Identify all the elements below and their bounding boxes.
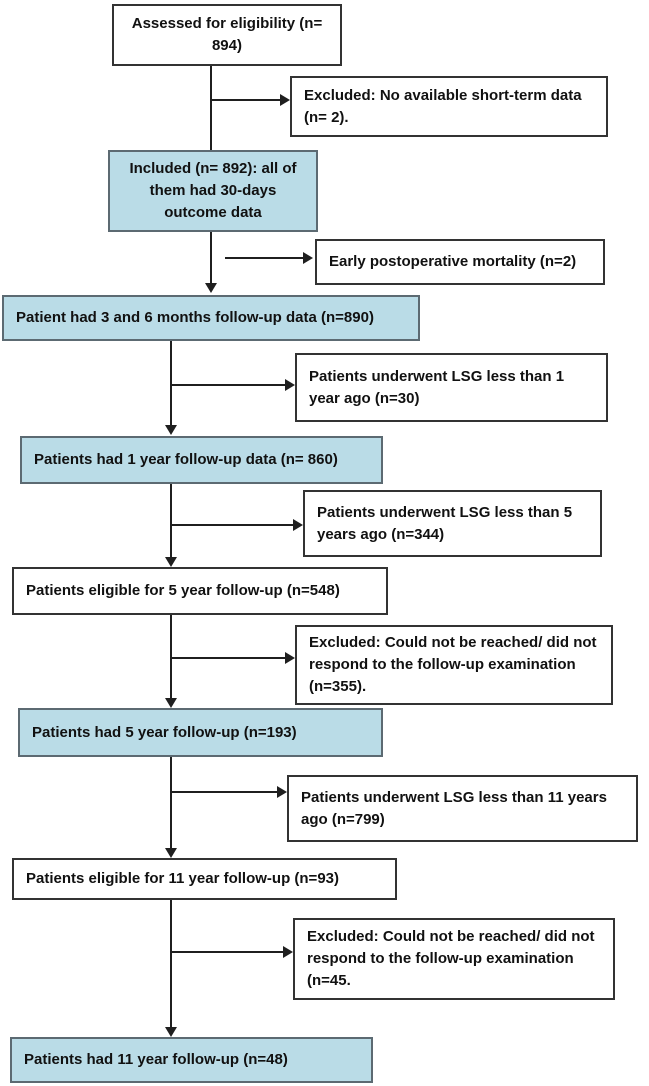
box-eligible-5-year-label: Patients eligible for 5 year follow-up (… [26,582,340,599]
box-assessed-eligibility: Assessed for eligibility (n= 894) [112,4,342,66]
arrow-1-year-to-eligible-5-year-arrowhead-down-icon [165,557,177,567]
arrow-3-6-months-to-1-year-arrowhead-down-icon [165,425,177,435]
box-1-year-followup-label: Patients had 1 year follow-up data (n= 8… [34,451,338,468]
box-excluded-no-short-term-data-label: Excluded: No available short-term data (… [304,86,582,126]
box-early-postoperative-mortality-label: Early postoperative mortality (n=2) [329,253,577,270]
box-eligible-11-year-label: Patients eligible for 11 year follow-up … [26,870,339,887]
arrow-to-excluded-no-short-term-data [211,99,280,101]
box-included-30-days: Included (n= 892): all of them had 30-da… [108,150,318,232]
box-excluded-not-reached-5-year: Excluded: Could not be reached/ did not … [295,625,613,705]
arrow-1-year-to-eligible-5-year [170,484,172,557]
box-11-year-followup: Patients had 11 year follow-up (n=48) [10,1037,373,1083]
arrow-5-year-to-eligible-11-year [170,757,172,848]
arrow-to-excluded-not-reached-5-year [171,657,285,659]
box-11-year-followup-label: Patients had 11 year follow-up (n=48) [24,1051,288,1068]
arrow-to-excluded-no-short-term-data-arrowhead-right-icon [280,94,290,106]
arrow-included-to-3-6-months-arrowhead-down-icon [205,283,217,293]
arrow-eligible-11-year-to-11-year [170,900,172,1027]
arrow-to-lsg-less-1-year-arrowhead-right-icon [285,379,295,391]
box-lsg-less-5-years: Patients underwent LSG less than 5 years… [303,490,602,557]
arrow-to-excluded-not-reached-11-year [171,951,283,953]
arrow-3-6-months-to-1-year [170,341,172,425]
box-eligible-11-year: Patients eligible for 11 year follow-up … [12,858,397,900]
arrow-to-early-postoperative-mortality-arrowhead-right-icon [303,252,313,264]
arrow-eligible-5-year-to-5-year [170,615,172,698]
box-eligible-5-year: Patients eligible for 5 year follow-up (… [12,567,388,615]
box-3-6-months-followup: Patient had 3 and 6 months follow-up dat… [2,295,420,341]
box-excluded-not-reached-11-year: Excluded: Could not be reached/ did not … [293,918,615,1000]
box-included-30-days-label: Included (n= 892): all of them had 30-da… [129,160,297,221]
box-excluded-not-reached-5-year-label: Excluded: Could not be reached/ did not … [309,634,597,695]
arrow-5-year-to-eligible-11-year-arrowhead-down-icon [165,848,177,858]
arrow-to-lsg-less-5-years-arrowhead-right-icon [293,519,303,531]
line-assessed-to-included [210,66,212,150]
arrow-to-lsg-less-11-years [171,791,277,793]
arrow-included-to-3-6-months [210,232,212,283]
arrow-to-excluded-not-reached-5-year-arrowhead-right-icon [285,652,295,664]
box-5-year-followup-label: Patients had 5 year follow-up (n=193) [32,723,297,741]
arrow-to-lsg-less-11-years-arrowhead-right-icon [277,786,287,798]
box-assessed-eligibility-label: Assessed for eligibility (n= 894) [131,15,323,54]
arrow-to-excluded-not-reached-11-year-arrowhead-right-icon [283,946,293,958]
box-excluded-no-short-term-data: Excluded: No available short-term data (… [290,76,608,137]
arrow-eligible-11-year-to-11-year-arrowhead-down-icon [165,1027,177,1037]
box-lsg-less-5-years-label: Patients underwent LSG less than 5 years… [317,503,573,543]
box-lsg-less-1-year-label: Patients underwent LSG less than 1 year … [309,367,565,407]
box-1-year-followup: Patients had 1 year follow-up data (n= 8… [20,436,383,484]
box-3-6-months-followup-label: Patient had 3 and 6 months follow-up dat… [16,309,374,326]
box-lsg-less-11-years: Patients underwent LSG less than 11 year… [287,775,638,842]
box-lsg-less-11-years-label: Patients underwent LSG less than 11 year… [301,788,607,828]
arrow-to-lsg-less-1-year [171,384,285,386]
arrow-eligible-5-year-to-5-year-arrowhead-down-icon [165,698,177,708]
box-5-year-followup: Patients had 5 year follow-up (n=193) [18,708,383,757]
box-lsg-less-1-year: Patients underwent LSG less than 1 year … [295,353,608,422]
arrow-to-early-postoperative-mortality [225,257,303,259]
box-excluded-not-reached-11-year-label: Excluded: Could not be reached/ did not … [307,928,595,989]
box-early-postoperative-mortality: Early postoperative mortality (n=2) [315,239,605,285]
arrow-to-lsg-less-5-years [171,524,293,526]
